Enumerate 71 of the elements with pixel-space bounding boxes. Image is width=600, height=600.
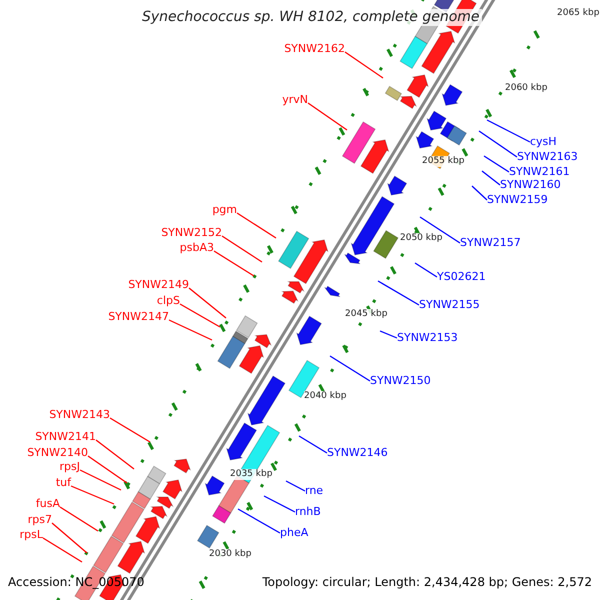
gene-label: yrvN (282, 93, 308, 106)
gene-label: SYNW2143 (49, 408, 110, 421)
leader-line (168, 319, 212, 341)
leader-line (484, 156, 510, 172)
gene-label: SYNW2153 (397, 331, 458, 344)
tick-label: 2045 kbp (345, 309, 388, 320)
gene-label: rps7 (28, 513, 52, 526)
leader-line (344, 52, 384, 78)
gene-label: tuf (56, 476, 71, 489)
accession-text: Accession: NC_005070 (8, 575, 144, 589)
leader-line (180, 303, 220, 328)
gene-label: cysH (530, 135, 557, 148)
leader-line (482, 170, 500, 186)
leader-line (188, 288, 226, 318)
tick-label: 2055 kbp (422, 156, 464, 167)
gene-label: rne (305, 484, 324, 497)
tick-label: 2050 kbp (400, 233, 442, 244)
gene-label: SYNW2150 (370, 374, 431, 387)
leader-line (472, 186, 488, 200)
leader-line (80, 469, 122, 491)
gene-label: rpsJ (60, 460, 80, 473)
gene-label: pgm (212, 203, 237, 216)
tick-label: 2030 kbp (209, 549, 252, 560)
leader-line (222, 236, 262, 262)
gene-label: pheA (280, 526, 308, 539)
leader-line (96, 440, 134, 470)
leader-line (60, 506, 98, 532)
gene-label: SYNW2160 (500, 178, 561, 191)
gene-label: SYNW2157 (460, 236, 521, 249)
gene-label: SYNW2140 (27, 446, 88, 459)
gene-label: clpS (156, 294, 180, 307)
leader-line (486, 119, 530, 143)
leader-line (286, 480, 306, 492)
leader-line (214, 250, 254, 276)
leader-line (42, 537, 82, 563)
leader-line (478, 130, 518, 158)
leader-line (236, 212, 276, 238)
title: Synechococcus sp. WH 8102, complete genome (140, 9, 482, 26)
gene-label: rnhB (295, 505, 321, 518)
leader-line (420, 216, 460, 244)
gene-label: SYNW2159 (487, 193, 548, 206)
tick-label: 2065 kbp (557, 8, 600, 19)
tick-label: 2060 kbp (505, 83, 548, 94)
gene-label: SYNW2141 (35, 430, 96, 443)
leader-line (88, 456, 128, 484)
leader-line (380, 330, 398, 339)
leader-line (414, 262, 438, 278)
leader-line (298, 435, 328, 454)
leader-line (52, 522, 88, 554)
leader-line (308, 102, 348, 130)
leader-line (110, 417, 150, 443)
summary-text: Topology: circular; Length: 2,434,428 bp; Genes: 2,572 (262, 575, 592, 589)
leader-line (378, 280, 420, 306)
gene-label: fusA (36, 497, 60, 510)
leader-line (238, 508, 280, 534)
gene-label: SYNW2161 (509, 165, 570, 178)
leader-line (264, 495, 296, 513)
gene-label: YS02621 (437, 270, 486, 283)
gene-label: SYNW2146 (327, 446, 388, 459)
leader-line (70, 485, 114, 505)
gene-label: rpsL (20, 528, 43, 541)
tick-label: 2040 kbp (304, 391, 346, 402)
tick-label: 2035 kbp (230, 469, 272, 480)
gene-label: psbA3 (180, 241, 214, 254)
gene-label: SYNW2147 (108, 310, 169, 323)
gene-label: SYNW2152 (161, 226, 222, 239)
gene-label: SYNW2163 (517, 150, 578, 163)
gene-label: SYNW2162 (284, 42, 345, 55)
gene-label: SYNW2149 (128, 278, 189, 291)
leader-line (330, 356, 370, 382)
gene-label: SYNW2155 (419, 298, 480, 311)
